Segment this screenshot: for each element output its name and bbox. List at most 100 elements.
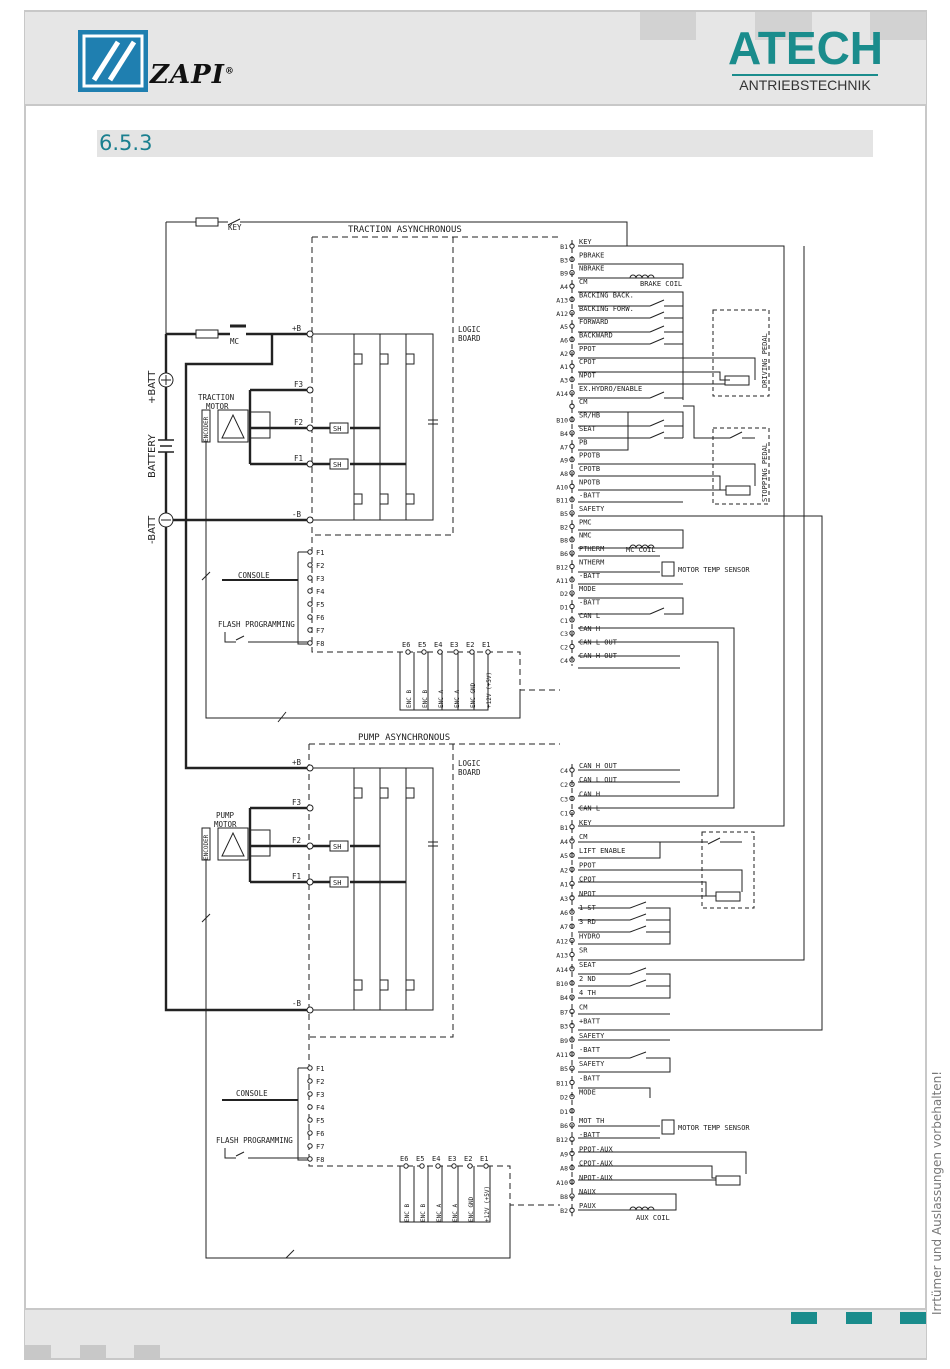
connector-pin-id: A10 <box>556 483 568 491</box>
connector-pin-id: A5 <box>560 323 568 331</box>
connector-pin-label: CAN L <box>579 805 600 813</box>
footer-divider <box>25 1308 926 1310</box>
footer-tab <box>900 1312 926 1324</box>
pin-label: F2 <box>292 836 301 845</box>
connector-pin-id: A13 <box>556 952 568 960</box>
encoder-pin-label: ENC A <box>452 1204 459 1222</box>
connector-pin-label: CPOTB <box>579 465 600 473</box>
connector-pin-id: A3 <box>560 377 568 385</box>
connector-pin-id: B2 <box>560 1207 568 1215</box>
connector-pin-label: SAFETY <box>579 1032 605 1040</box>
connector-pin-id: A9 <box>560 1150 568 1158</box>
connector-pin-marker <box>467 1163 473 1169</box>
connector-pin-label: MODE <box>579 1089 596 1097</box>
connector-pin-id: A7 <box>560 923 568 931</box>
connector-pin-id: B6 <box>560 550 568 558</box>
mc-label: MC <box>230 337 239 346</box>
connector-pin-marker <box>307 1117 313 1123</box>
connector-pin-id: B3 <box>560 256 568 264</box>
connector-pin-marker <box>307 627 313 633</box>
encoder-pin-label: ENC A <box>454 690 461 708</box>
connector-pin-label: PMC <box>579 518 592 526</box>
connector-pin-id: A2 <box>560 350 568 358</box>
f-pin-label: F3 <box>316 575 324 583</box>
connector-pin-id: C4 <box>560 657 568 665</box>
encoder-pin-id: E6 <box>402 641 410 649</box>
connector-pin-id: B1 <box>560 824 568 832</box>
connector-pin-id: C4 <box>560 767 568 775</box>
connector-pin-label: CAN L <box>579 612 600 620</box>
connector-pin-id: C3 <box>560 630 568 638</box>
temp-sensor-label: MOTOR TEMP SENSOR <box>678 1124 750 1132</box>
connector-pin-label: PPOT <box>579 861 597 869</box>
aux-coil-label: AUX COIL <box>636 1214 670 1222</box>
traction-title: TRACTION ASYNCHRONOUS <box>348 225 462 235</box>
connector-pin-id: C2 <box>560 644 568 652</box>
pin-label: +B <box>292 758 302 767</box>
connector-pin-label: LIFT ENABLE <box>579 847 625 855</box>
f-pin-label: F4 <box>316 1104 324 1112</box>
connector-pin-id: D2 <box>560 1094 568 1102</box>
connector-pin-id: A11 <box>556 577 568 585</box>
connector-pin-marker <box>437 649 443 655</box>
encoder-pin-label: ENC B <box>404 1204 411 1222</box>
sh-label: SH <box>333 461 341 469</box>
connector-pin-marker <box>307 1065 313 1071</box>
encoder-pin-id: E6 <box>400 1155 408 1163</box>
sh-label: SH <box>333 425 341 433</box>
connector-pin-label: 1 ST <box>579 904 597 912</box>
connector-pin-label: NPOT-AUX <box>579 1174 614 1182</box>
atech-subtitle: ANTRIEBSTECHNIK <box>732 74 878 93</box>
connector-pin-label: PAUX <box>579 1202 597 1210</box>
traction-logic-label: BOARD <box>458 334 481 343</box>
connector-pin-label: SR <box>579 947 588 955</box>
console-label: CONSOLE <box>236 1089 268 1098</box>
connector-pin-label: -BATT <box>579 572 601 580</box>
connector-pin-marker <box>307 1143 313 1149</box>
f-pin-label: F3 <box>316 1091 324 1099</box>
encoder-pin-label: ENC B <box>420 1204 427 1222</box>
mc-coil-label: MC COIL <box>626 546 656 554</box>
pump-motor-label: PUMP <box>216 811 235 820</box>
pump-logic-label: LOGIC <box>458 759 481 768</box>
connector-pin-marker <box>307 588 313 594</box>
encoder-pin-label: +12V (+5V) <box>484 1186 491 1222</box>
connector-pin-marker <box>405 649 411 655</box>
connector-pin-id: B4 <box>560 430 568 438</box>
connector-pin-id: B6 <box>560 1122 568 1130</box>
connector-pin-marker <box>307 575 313 581</box>
connector-pin-id: B10 <box>556 417 568 425</box>
connector-pin-label: PPOT <box>579 345 597 353</box>
connector-pin-id: A14 <box>556 390 568 398</box>
connector-pin-label: BACKING BACK. <box>579 291 634 299</box>
encoder-pin-id: E4 <box>434 641 442 649</box>
sh-label: SH <box>333 843 341 851</box>
pump-logic-label: BOARD <box>458 768 481 777</box>
connector-pin-id: B3 <box>560 1023 568 1031</box>
connector-pin-label: SAFETY <box>579 1060 605 1068</box>
zapi-logo-icon <box>78 30 148 92</box>
traction-motor-label: TRACTION <box>198 393 234 402</box>
connector-pin-label: CM <box>579 398 587 406</box>
connector-pin-id: A14 <box>556 966 568 974</box>
connector-pin-label: CAN H <box>579 790 600 798</box>
encoder-pin-id: E3 <box>448 1155 456 1163</box>
pin-label: -B <box>292 999 302 1008</box>
connector-pin-label: PBRAKE <box>579 251 604 259</box>
header-tab <box>870 12 926 40</box>
pump-encoder-label: ENCODER <box>203 834 210 860</box>
connector-pin-marker <box>307 614 313 620</box>
connector-pin-marker <box>307 1104 313 1110</box>
console-label: CONSOLE <box>238 571 270 580</box>
connector-pin-marker <box>453 649 459 655</box>
connector-pin-label: MOT TH <box>579 1117 604 1125</box>
connector-pin-label: 4 TH <box>579 989 596 997</box>
connector-pin-id: A1 <box>560 363 568 371</box>
connector-pin-id: A2 <box>560 866 568 874</box>
pin-label: F1 <box>292 872 301 881</box>
traction-logic-label: LOGIC <box>458 325 481 334</box>
encoder-pin-label: ENC A <box>438 690 445 708</box>
connector-pin-label: KEY <box>579 238 592 246</box>
header-divider <box>25 104 926 106</box>
encoder-pin-id: E1 <box>482 641 490 649</box>
